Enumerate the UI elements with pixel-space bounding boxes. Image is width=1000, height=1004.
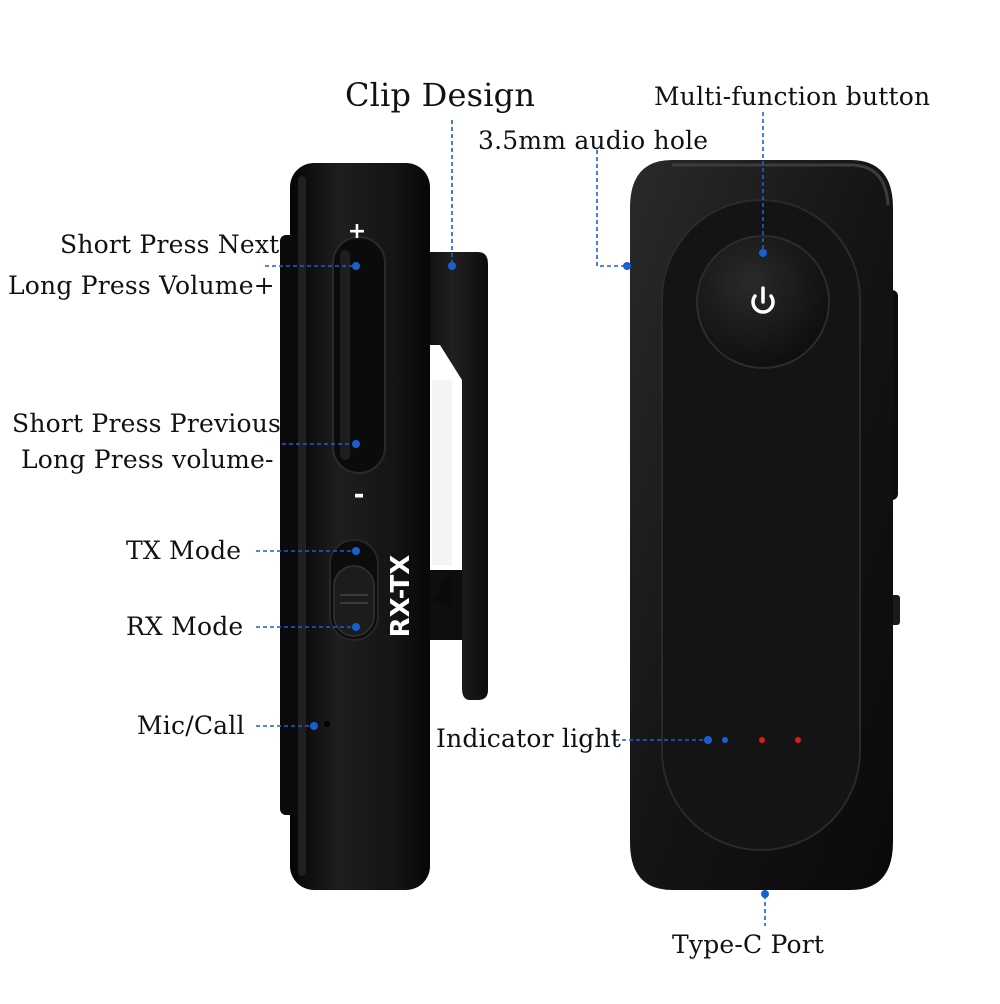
callout-dots — [310, 249, 769, 898]
multi-function-button-label: Multi-function button — [654, 82, 931, 111]
type-c-port-label: Type-C Port — [672, 930, 825, 959]
side-view-device: + - RX-TX — [280, 163, 488, 890]
long-press-volume-down-label: Long Press volume- — [21, 445, 274, 474]
front-inner-panel — [661, 199, 861, 851]
mic-hole — [324, 721, 330, 727]
callout-lines — [256, 112, 766, 926]
mode-switch-knob[interactable] — [333, 565, 375, 637]
volume-plus-mark: + — [348, 219, 366, 244]
rx-mode-label: RX Mode — [126, 612, 244, 641]
indicator-led-red-1 — [759, 737, 765, 743]
belt-clip — [418, 252, 488, 700]
side-body — [290, 163, 430, 890]
indicator-led-blue — [722, 737, 728, 743]
clip-gap — [432, 380, 452, 565]
short-press-next-label: Short Press Next — [60, 230, 280, 259]
audio-hole-label: 3.5mm audio hole — [478, 126, 709, 155]
mic-call-label: Mic/Call — [137, 711, 245, 740]
short-press-previous-label: Short Press Previous — [12, 409, 282, 438]
rx-tx-label: RX-TX — [386, 555, 416, 638]
long-press-volume-up-label: Long Press Volume+ — [8, 271, 275, 300]
indicator-light-label: Indicator light — [436, 724, 622, 753]
clip-design-label: Clip Design — [345, 76, 536, 114]
power-icon — [751, 286, 775, 314]
front-view-device — [630, 160, 900, 890]
tx-mode-label: TX Mode — [126, 536, 242, 565]
volume-minus-mark: - — [354, 480, 365, 510]
indicator-led-red-2 — [795, 737, 801, 743]
